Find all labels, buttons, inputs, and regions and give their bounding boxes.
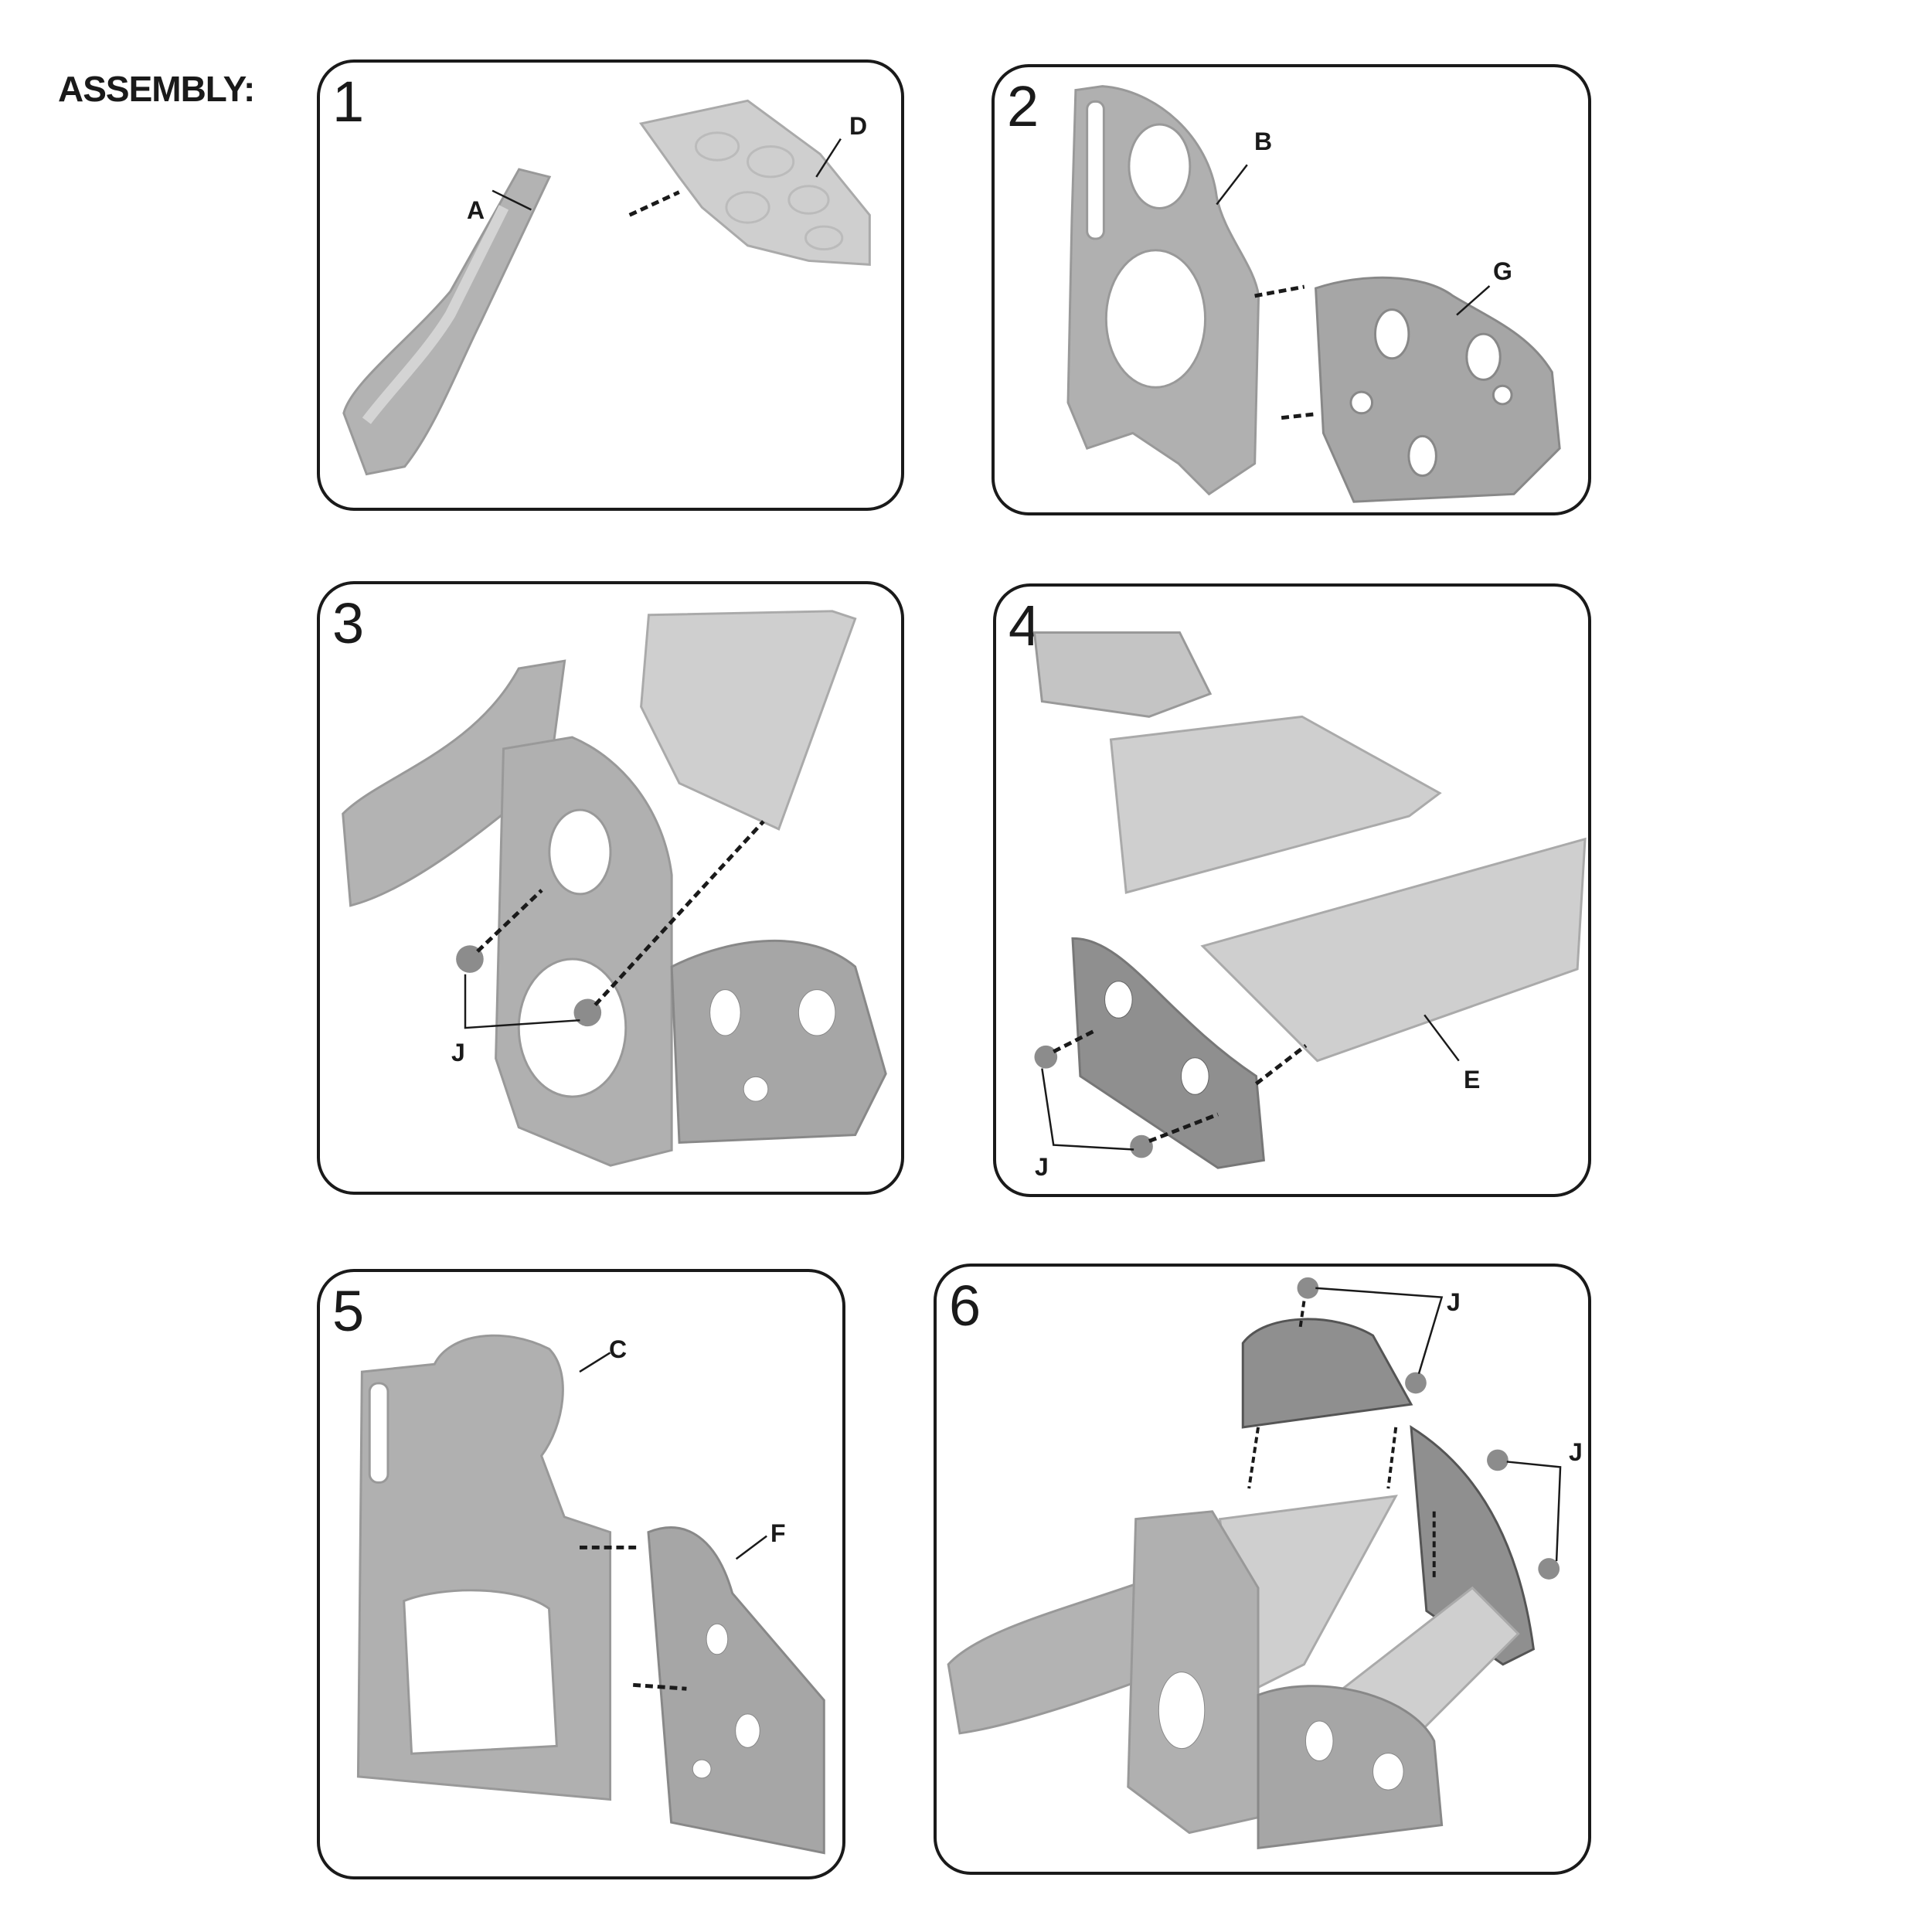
part-label-d: D [849,112,868,140]
step-number: 6 [949,1274,981,1338]
step-number: 3 [332,591,365,655]
step-1-panel: 1 A D [317,60,904,511]
part-label-a: A [467,196,485,224]
panels-c-f-illustration [356,1334,825,1855]
part-label-b: B [1254,128,1273,155]
part-label-e: E [1464,1066,1481,1094]
part-label-j: J [1035,1153,1049,1181]
part-label-c: C [609,1335,628,1363]
part-label-j-top: J [1447,1288,1461,1316]
step-2-panel: 2 B G [992,64,1591,515]
step-number: 2 [1007,74,1039,138]
part-label-f: F [770,1519,786,1547]
final-assembly-illustration [947,1277,1562,1849]
slide-frame-attachment-illustration [342,610,887,1167]
step-6-panel: 6 J J [934,1264,1591,1875]
slide-and-deck-illustration [342,99,871,476]
assembly-heading: ASSEMBLY: [58,69,255,109]
step-number: 1 [332,70,365,134]
part-label-j-right: J [1569,1438,1583,1466]
part-label-g: G [1493,257,1512,285]
part-label-j: J [451,1039,465,1066]
deck-e-attachment-illustration [1032,631,1587,1169]
step-4-panel: 4 E J [993,583,1591,1197]
side-panels-illustration [1066,85,1561,503]
step-3-panel: 3 J [317,581,904,1195]
step-number: 5 [332,1279,365,1343]
step-5-panel: 5 C F [317,1269,845,1879]
